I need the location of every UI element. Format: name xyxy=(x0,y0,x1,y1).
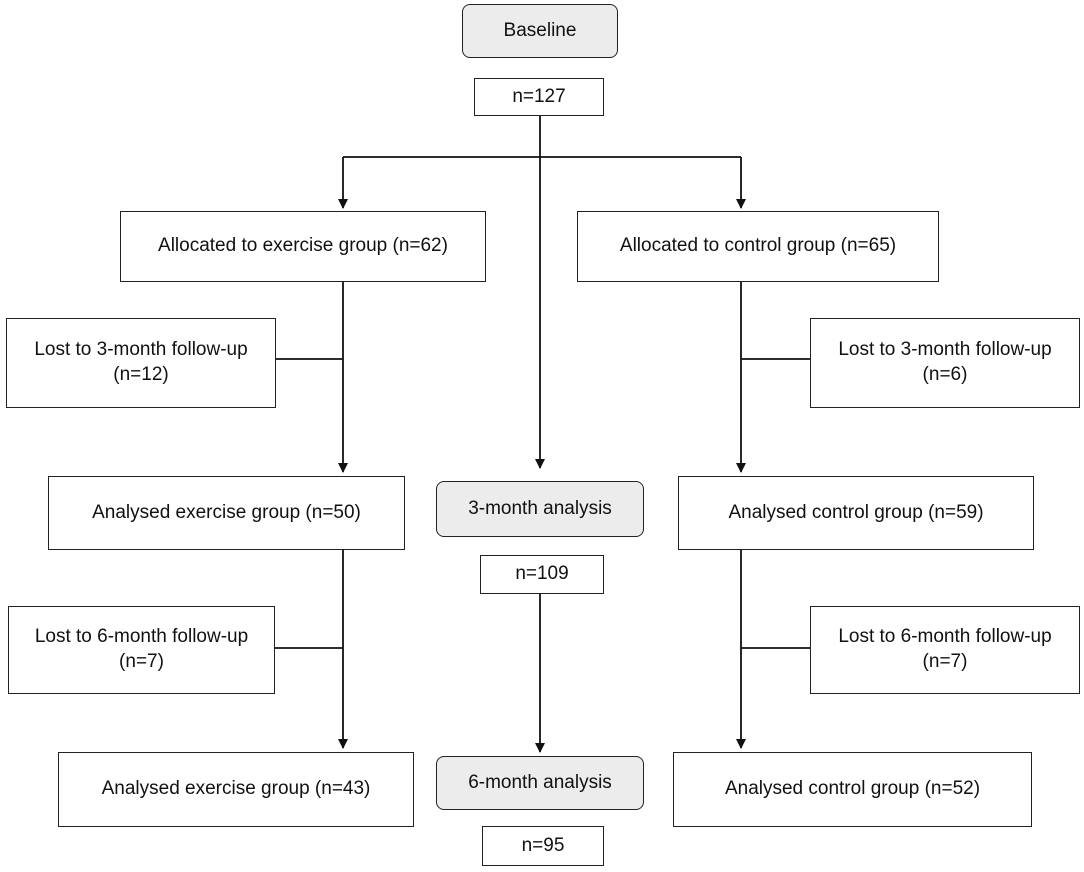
control-lost-3m-line2: (n=6) xyxy=(922,364,968,385)
exercise-lost-6m-box: Lost to 6-month follow-up (n=7) xyxy=(8,606,275,694)
analysis-6m-n-box: n=95 xyxy=(482,826,604,866)
control-lost-3m-line1: Lost to 3-month follow-up xyxy=(838,339,1052,361)
exercise-lost-6m-line1: Lost to 6-month follow-up xyxy=(34,626,249,648)
exercise-lost-3m-line2: (n=12) xyxy=(113,364,169,385)
baseline-n: n=127 xyxy=(512,85,566,107)
exercise-analysed-3m-label: Analysed exercise group (n=50) xyxy=(92,501,361,523)
baseline-label: Baseline xyxy=(503,19,577,41)
analysis-6m-n: n=95 xyxy=(521,834,565,856)
control-analysed-6m-box: Analysed control group (n=52) xyxy=(673,752,1032,827)
analysis-3m-label: 3-month analysis xyxy=(468,497,612,519)
exercise-lost-3m-box: Lost to 3-month follow-up (n=12) xyxy=(6,318,276,408)
analysis-3m-box: 3-month analysis xyxy=(436,481,644,537)
analysis-6m-label: 6-month analysis xyxy=(468,771,612,793)
analysis-6m-box: 6-month analysis xyxy=(436,756,644,810)
analysis-3m-n: n=109 xyxy=(515,563,569,585)
control-lost-6m-line1: Lost to 6-month follow-up xyxy=(838,626,1052,648)
analysis-3m-n-box: n=109 xyxy=(480,555,604,594)
control-lost-6m-line2: (n=7) xyxy=(922,651,968,672)
exercise-analysed-6m-box: Analysed exercise group (n=43) xyxy=(58,752,414,827)
exercise-lost-3m-line1: Lost to 3-month follow-up xyxy=(34,339,248,361)
exercise-allocated-box: Allocated to exercise group (n=62) xyxy=(120,211,486,282)
control-analysed-3m-label: Analysed control group (n=59) xyxy=(728,501,984,523)
baseline-box: Baseline xyxy=(462,4,618,58)
baseline-n-box: n=127 xyxy=(474,78,604,116)
control-analysed-3m-box: Analysed control group (n=59) xyxy=(678,476,1034,550)
exercise-lost-6m-line2: (n=7) xyxy=(119,651,164,672)
exercise-analysed-6m-label: Analysed exercise group (n=43) xyxy=(101,778,371,800)
control-lost-3m-box: Lost to 3-month follow-up (n=6) xyxy=(810,318,1080,408)
exercise-analysed-3m-box: Analysed exercise group (n=50) xyxy=(48,476,405,550)
control-allocated-label: Allocated to control group (n=65) xyxy=(619,235,897,257)
control-analysed-6m-label: Analysed control group (n=52) xyxy=(724,778,981,800)
control-allocated-box: Allocated to control group (n=65) xyxy=(577,211,939,282)
exercise-allocated-label: Allocated to exercise group (n=62) xyxy=(158,235,448,257)
control-lost-6m-box: Lost to 6-month follow-up (n=7) xyxy=(810,606,1080,694)
